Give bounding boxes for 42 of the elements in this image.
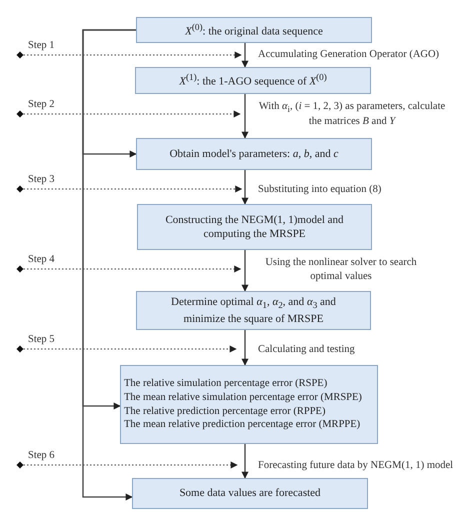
dotted-arrow	[16, 110, 241, 118]
edge-label: Substituting into equation (8)	[258, 183, 382, 197]
edge-label: Calculating and testing	[258, 343, 356, 357]
arrow	[242, 444, 248, 479]
box-text: Obtain model's parameters: a, b, and c	[170, 146, 338, 162]
process-box	[137, 204, 372, 250]
dotted-arrow	[16, 52, 242, 58]
edge-label: Accumulating Generation Operator (AGO)	[258, 48, 440, 62]
dotted-arrow	[16, 346, 237, 352]
box-text: Determine optimal α$_{1}$, α$_{2}$, and α$_{3}$ and minimize the square of MRSPE	[170, 294, 337, 326]
box-text: The relative prediction percentage error (RPPE)	[124, 404, 326, 418]
process-box	[136, 17, 372, 43]
process-box	[136, 291, 371, 330]
box-text: The relative simulation percentage error (RSPE)	[124, 377, 328, 391]
step-label: Step 3	[28, 173, 55, 186]
process-box	[136, 138, 372, 170]
step-label: Step 2	[28, 98, 55, 111]
box-text: X$^{(0)}$: the original data sequence	[185, 22, 323, 38]
arrow	[242, 94, 248, 139]
edge-label: Forecasting future data by NEGM(1, 1) model	[258, 459, 454, 473]
dotted-arrow	[16, 266, 242, 272]
arrow	[242, 170, 248, 205]
box-text: Constructing the NEGM(1, 1)model and computing the MRSPE	[164, 212, 345, 242]
arrow	[242, 330, 248, 366]
step-label: Step 4	[28, 253, 55, 266]
box-text: Some data values are forecasted	[179, 486, 321, 501]
dotted-arrow	[16, 462, 238, 468]
dotted-arrow	[16, 186, 242, 192]
edge-label: Using the nonlinear solver to search optimal values	[264, 256, 418, 284]
process-box	[120, 365, 378, 444]
step-label: Step 1	[28, 39, 55, 52]
step-label: Step 6	[28, 449, 55, 462]
process-box	[132, 478, 368, 509]
box-text: The mean relative prediction percentage error (MRPPE)	[124, 418, 360, 432]
arrow	[82, 29, 136, 500]
box-text: The mean relative simulation percentage error (MRSPE)	[124, 390, 362, 404]
step-label: Step 5	[28, 333, 55, 346]
edge-label: With α$_{i}$, (i = 1, 2, 3) as parameters, calculate the matrices B and Y	[258, 100, 446, 130]
process-box	[135, 67, 371, 94]
arrow	[242, 43, 248, 68]
box-text: X$^{(1)}$: the 1-AGO sequence of X$^{(0)}$	[179, 72, 327, 89]
arrow	[242, 250, 248, 292]
